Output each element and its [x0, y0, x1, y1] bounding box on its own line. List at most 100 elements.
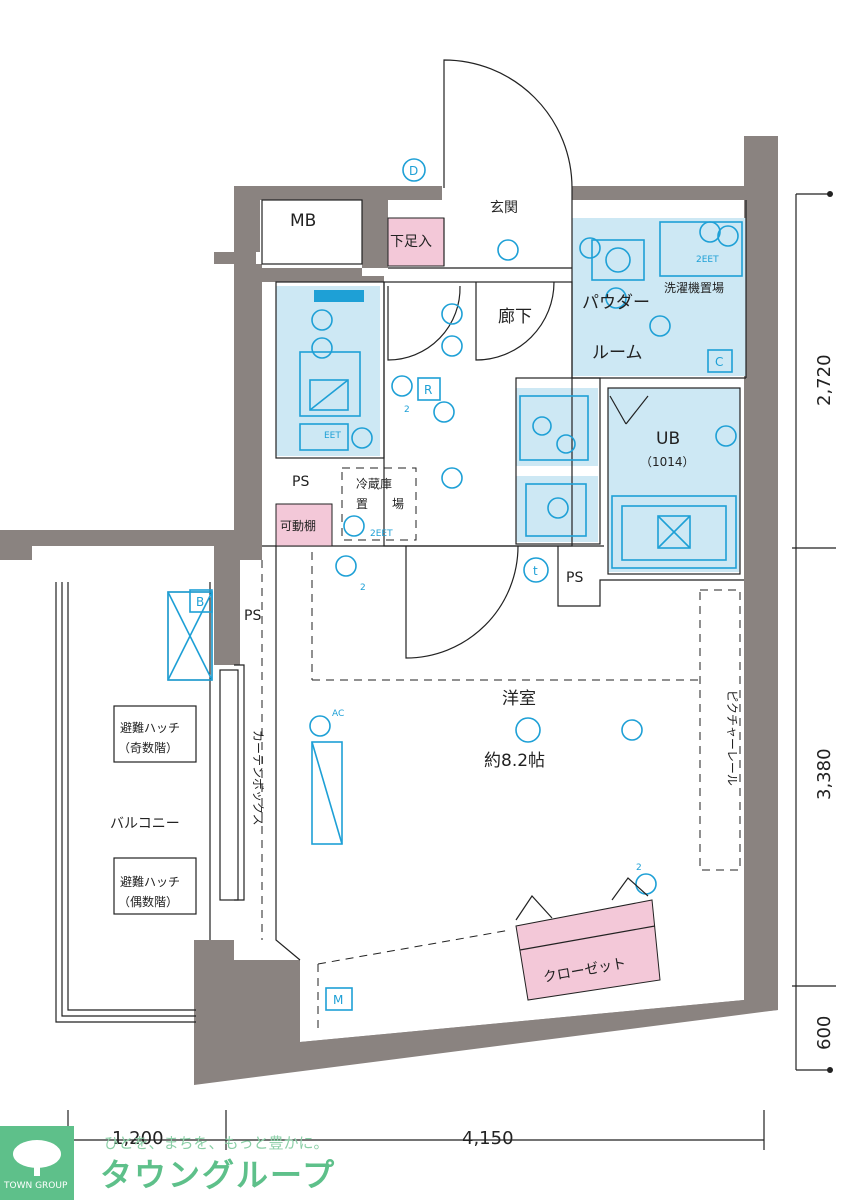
thermostat-icon — [523, 557, 549, 583]
kitchen-sink-drain-icon — [547, 497, 569, 519]
movable-shelf — [275, 503, 333, 547]
interior-lines — [234, 199, 747, 1030]
hatch-odd-label-2: （奇数階） — [118, 740, 178, 755]
symbol-2-r: 2 — [404, 405, 410, 415]
symbol-c: C — [715, 355, 723, 369]
outlet-icon — [335, 555, 357, 577]
bathtub-inner-icon — [621, 505, 727, 561]
symbol-2-outlet: 2 — [360, 583, 366, 593]
ub-size-label: （1014） — [640, 455, 695, 469]
meter-icon — [325, 987, 353, 1011]
dimension-lines — [67, 191, 836, 1150]
powder-room-label-1: パウダー — [582, 293, 650, 313]
ps-label-2: PS — [566, 570, 583, 586]
logo-name: タウングループ — [100, 1156, 337, 1194]
downlight-icon — [441, 303, 463, 325]
dimension-right-3: 600 — [814, 1016, 835, 1050]
fridge-label-3: 場 — [392, 497, 404, 511]
closet — [515, 899, 661, 1001]
dimension-bottom-1: 1,200 — [112, 1128, 164, 1149]
downlight-icon — [649, 315, 671, 337]
hallway-label: 廊下 — [498, 307, 532, 327]
fridge-label-1: 冷蔵庫 — [356, 477, 392, 491]
sink-icon — [591, 239, 645, 281]
powder-room-label-2: ルーム — [592, 343, 643, 363]
doorbell-icon — [402, 158, 426, 182]
aircon-icon — [311, 741, 343, 845]
washer-space-label: 洗濯機置場 — [664, 280, 724, 295]
shoe-box-label: 下足入 — [390, 234, 432, 250]
ps-label-1: PS — [292, 474, 309, 490]
company-logo: ひとを、まちを、もっと豊かに。 タウングループ TOWN GROUP — [0, 1126, 340, 1200]
ceiling-light-icon — [515, 717, 541, 743]
downlight-icon — [497, 239, 519, 261]
fixtures — [189, 158, 743, 1011]
picture-rail-label: ピクチャーレール — [725, 690, 739, 786]
fridge-space — [341, 467, 417, 541]
movable-shelf-label: 可動棚 — [280, 518, 316, 533]
burner-icon — [532, 416, 552, 436]
outlet-icon — [715, 425, 737, 447]
downlight-icon — [311, 309, 333, 331]
western-room-label: 洋室 — [502, 689, 536, 709]
shoe-box — [387, 217, 445, 267]
bathtub-drain-icon — [657, 515, 691, 549]
balcony-label: バルコニー — [110, 816, 180, 832]
genkan-label: 玄関 — [490, 199, 518, 216]
balcony — [55, 582, 239, 1023]
symbol-t: t — [533, 564, 538, 578]
dimension-bottom-2: 4,150 — [462, 1128, 514, 1149]
outer-walls — [0, 136, 778, 1085]
mb-label: MB — [290, 211, 316, 231]
hatch-even-label-1: 避難ハッチ — [120, 874, 180, 889]
outlet-icon — [579, 237, 601, 259]
downlight-icon — [441, 467, 463, 489]
dimension-right-1: 2,720 — [814, 354, 835, 406]
outlet-icon — [391, 375, 413, 397]
logo-sub: TOWN GROUP — [4, 1181, 68, 1191]
doors — [387, 59, 573, 659]
kitchen-sink-icon — [525, 483, 587, 537]
handsink-icon — [299, 423, 349, 451]
downlight-icon — [441, 335, 463, 357]
western-room-size: 約8.2帖 — [484, 751, 545, 771]
stove-icon — [519, 395, 589, 461]
bathtub-icon — [611, 495, 737, 569]
outlet-icon — [605, 287, 627, 309]
symbol-d: D — [409, 164, 418, 178]
fridge-label-2: 置 — [356, 497, 368, 511]
outlet-icon — [433, 401, 455, 423]
burner-icon — [556, 434, 576, 454]
curtain-box-label: カーテンボックス — [251, 730, 265, 826]
toilet-seat-icon — [309, 379, 349, 411]
ub-label: UB — [656, 429, 680, 449]
ps-label-3: PS — [244, 608, 261, 624]
vent-icon — [189, 589, 213, 613]
sink-bowl-icon — [605, 247, 631, 273]
symbol-2eet-fridge: 2EET — [370, 529, 393, 539]
symbol-2eet-washer: 2EET — [696, 255, 719, 265]
outlet-icon — [635, 873, 657, 895]
toilet-tank-icon — [299, 351, 361, 417]
hatch-odd-label-1: 避難ハッチ — [120, 720, 180, 735]
downlight-icon — [311, 337, 333, 359]
logo-tree-icon — [0, 1126, 74, 1200]
controller-icon — [707, 349, 733, 373]
symbol-ac: AC — [332, 709, 344, 719]
breaker-icon — [417, 377, 441, 401]
logo-tagline: ひとを、まちを、もっと豊かに。 — [104, 1134, 329, 1152]
outlet-icon — [717, 225, 739, 247]
dimension-right-2: 3,380 — [814, 748, 835, 800]
symbol-2-room: 2 — [636, 863, 642, 873]
symbol-eet-toilet: EET — [324, 431, 341, 441]
washer-icon — [659, 221, 743, 277]
symbol-m: M — [333, 993, 343, 1007]
outlet-icon — [621, 719, 643, 741]
symbol-b: B — [196, 595, 204, 609]
outlet-icon — [309, 715, 331, 737]
outlet-icon — [351, 427, 373, 449]
symbol-r: R — [424, 383, 432, 397]
hatch-even-label-2: （偶数階） — [118, 894, 178, 909]
outlet-icon — [343, 515, 365, 537]
